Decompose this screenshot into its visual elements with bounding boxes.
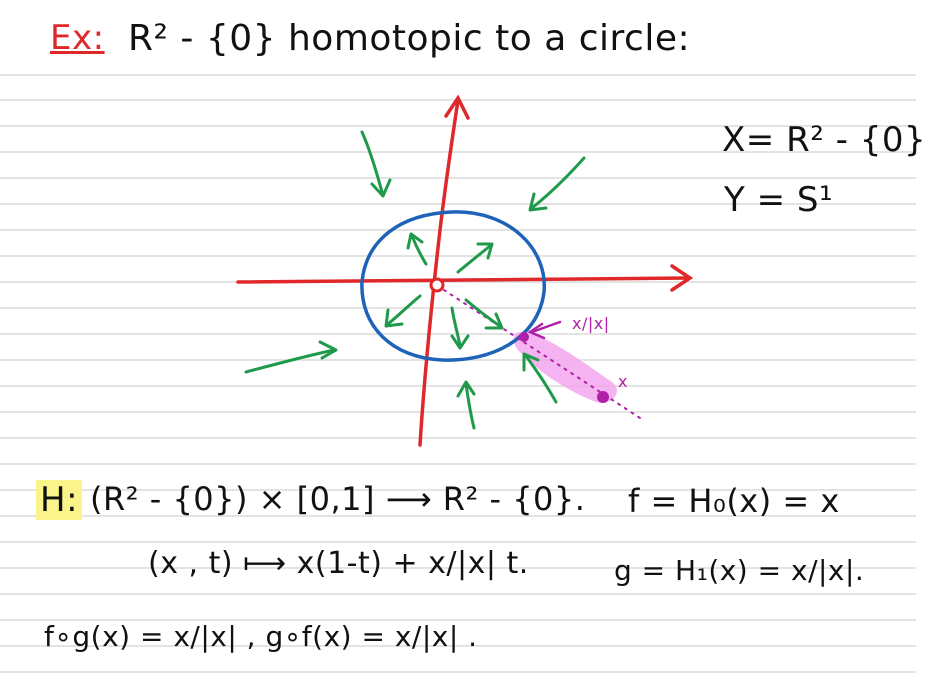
x-axis-arrowhead: [670, 264, 694, 292]
arrow-inner-4: [450, 306, 462, 348]
circle: [360, 210, 546, 362]
homotopy-definition: (R² - {0}) × [0,1] ⟶ R² - {0}.: [90, 480, 586, 518]
compositions: f∘g(x) = x/|x| , g∘f(x) = x/|x| .: [44, 620, 478, 653]
norm-pointer-arrow: [530, 320, 562, 334]
arrow-inner-3: [386, 294, 422, 326]
arrow-outer-2: [530, 156, 586, 210]
f-definition: f = H₀(x) = x: [628, 482, 840, 520]
norm-label: x/|x|: [572, 314, 610, 333]
point-x: [597, 391, 609, 403]
arrow-outer-4: [464, 382, 476, 430]
example-title: R² - {0} homotopic to a circle:: [128, 18, 691, 59]
homotopy-formula: (x , t) ⟼ x(1-t) + x/|x| t.: [148, 546, 529, 581]
example-label: Ex:: [50, 18, 105, 58]
arrow-outer-1: [360, 130, 384, 194]
x-definition: X= R² - {0}: [722, 120, 926, 160]
homotopy-symbol: H:: [36, 480, 83, 520]
arrow-outer-5: [524, 354, 558, 404]
y-definition: Y = S¹: [724, 180, 834, 220]
highlight-segment: [513, 331, 617, 403]
x-axis: [236, 276, 690, 284]
point-on-circle: [519, 332, 529, 342]
y-axis: [418, 98, 460, 447]
arrow-outer-3: [244, 348, 336, 374]
g-definition: g = H₁(x) = x/|x|.: [614, 554, 865, 587]
y-axis-arrowhead: [444, 94, 470, 120]
arrow-inner-1: [410, 234, 428, 266]
point-x-label: x: [618, 372, 628, 391]
ray-dotted: [443, 289, 641, 419]
arrow-inner-2: [456, 244, 492, 274]
arrow-inner-5: [464, 298, 502, 328]
origin-hole: [429, 277, 445, 293]
